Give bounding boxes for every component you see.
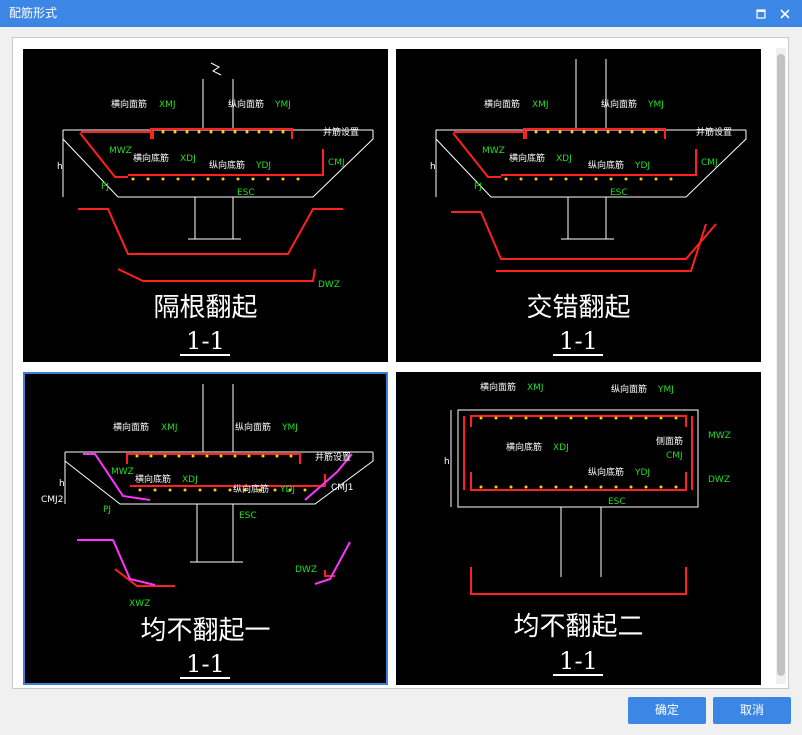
label-ydj: YDJ	[255, 161, 271, 171]
label-cmj: CMJ	[701, 158, 718, 168]
option-panel-2[interactable]: 横向面筋 XMJ 纵向面筋 YMJ 横向底筋 XDJ 纵向底筋 YDJ 并筋设置…	[396, 49, 761, 362]
label-xwz: XWZ	[129, 599, 150, 609]
label-mwz: MWZ	[708, 431, 731, 441]
label-cmj2: CMJ2	[41, 495, 63, 505]
section-underline	[180, 354, 230, 356]
rebar-diagram-2: 横向面筋 XMJ 纵向面筋 YMJ 横向底筋 XDJ 纵向底筋 YDJ 并筋设置…	[430, 59, 747, 272]
label-xmj: XMJ	[159, 100, 176, 110]
label-ymj: YMJ	[657, 385, 674, 395]
label-cmj: CMJ	[328, 158, 345, 168]
label-cmj1: CMJ1	[331, 483, 353, 493]
label-xmj-cn: 横向面筋	[111, 98, 147, 110]
vertical-scrollbar[interactable]	[776, 48, 786, 684]
label-side: 侧面筋	[656, 435, 683, 447]
section-label: 1-1	[559, 327, 598, 355]
label-ymj: YMJ	[274, 100, 291, 110]
label-ymj-cn: 纵向面筋	[611, 383, 647, 395]
label-ydj-cn: 纵向底筋	[233, 483, 269, 495]
label-xdj-cn: 横向底筋	[509, 152, 545, 164]
label-dwz: DWZ	[318, 280, 340, 290]
label-ymj: YMJ	[281, 423, 298, 433]
label-xmj: XMJ	[161, 423, 178, 433]
label-xmj-cn: 横向面筋	[480, 381, 516, 393]
label-xdj: XDJ	[182, 475, 198, 485]
label-xmj-cn: 横向面筋	[484, 98, 520, 110]
panel-title: 均不翻起二	[513, 612, 644, 642]
section-underline	[553, 354, 603, 356]
section-label: 1-1	[559, 647, 598, 675]
label-mwz: MWZ	[109, 146, 132, 156]
maximize-button[interactable]	[752, 5, 769, 22]
label-esc: ESC	[237, 188, 255, 198]
cancel-button[interactable]: 取消	[713, 697, 791, 724]
section-label: 1-1	[186, 327, 225, 355]
label-h: h	[57, 162, 63, 172]
label-cmj: CMJ	[666, 451, 683, 461]
label-esc: ESC	[610, 188, 628, 198]
label-pj: PJ	[103, 505, 111, 515]
ok-button[interactable]: 确定	[628, 697, 706, 724]
label-ydj: YDJ	[634, 161, 650, 171]
label-dwz: DWZ	[708, 475, 730, 485]
rebar-diagram-1: 横向面筋 XMJ 纵向面筋 YMJ 横向底筋 XDJ 纵向底筋 YDJ 并筋设置…	[57, 62, 374, 290]
label-ymj-cn: 纵向面筋	[228, 98, 264, 110]
label-side: 并筋设置	[323, 126, 359, 138]
close-button[interactable]	[776, 5, 793, 22]
label-ydj-cn: 纵向底筋	[209, 159, 245, 171]
label-ymj-cn: 纵向面筋	[601, 98, 637, 110]
label-xdj-cn: 横向底筋	[133, 152, 169, 164]
label-xdj: XDJ	[553, 443, 569, 453]
maximize-icon	[755, 8, 766, 19]
close-icon	[779, 8, 790, 19]
label-xdj-cn: 横向底筋	[506, 441, 542, 453]
option-panel-4[interactable]: 横向面筋 XMJ 纵向面筋 YMJ 横向底筋 XDJ 纵向底筋 YDJ 侧面筋 …	[396, 372, 761, 685]
section-underline	[553, 674, 603, 676]
title-bar: 配筋形式	[0, 0, 802, 27]
label-xmj: XMJ	[532, 100, 549, 110]
label-mwz: MWZ	[482, 146, 505, 156]
label-ymj: YMJ	[647, 100, 664, 110]
label-ymj-cn: 纵向面筋	[235, 421, 271, 433]
option-panel-3[interactable]: 横向面筋 XMJ 纵向面筋 YMJ 横向底筋 XDJ 纵向底筋 YDJ 并筋设置…	[23, 372, 388, 685]
label-mwz: MWZ	[111, 467, 134, 477]
label-h: h	[444, 457, 450, 467]
label-side: 并筋设置	[315, 451, 351, 463]
panel-title: 均不翻起一	[140, 616, 271, 646]
rebar-diagram-3: 横向面筋 XMJ 纵向面筋 YMJ 横向底筋 XDJ 纵向底筋 YDJ 并筋设置…	[41, 384, 374, 609]
label-ydj-cn: 纵向底筋	[588, 466, 624, 478]
label-ydj-cn: 纵向底筋	[588, 159, 624, 171]
label-ydj: YDJ	[634, 468, 650, 478]
panel-title: 隔根翻起	[153, 293, 258, 323]
section-label: 1-1	[186, 650, 225, 678]
label-esc: ESC	[608, 497, 626, 507]
label-ydj: YDJ	[279, 485, 295, 495]
label-xmj: XMJ	[527, 383, 544, 393]
label-dwz: DWZ	[295, 565, 317, 575]
label-h: h	[59, 479, 65, 489]
window-title: 配筋形式	[9, 6, 58, 20]
rebar-diagram-4: 横向面筋 XMJ 纵向面筋 YMJ 横向底筋 XDJ 纵向底筋 YDJ 侧面筋 …	[444, 381, 731, 595]
label-xdj: XDJ	[180, 154, 196, 164]
label-xdj-cn: 横向底筋	[135, 473, 171, 485]
label-h: h	[430, 162, 436, 172]
label-pj: PJ	[101, 182, 109, 192]
label-side: 并筋设置	[696, 126, 732, 138]
label-esc: ESC	[239, 511, 257, 521]
label-pj: PJ	[474, 182, 482, 192]
label-xmj-cn: 横向面筋	[113, 421, 149, 433]
label-xdj: XDJ	[556, 154, 572, 164]
panel-title: 交错翻起	[526, 293, 631, 323]
scroll-thumb[interactable]	[777, 54, 785, 676]
section-underline	[180, 677, 230, 679]
option-panel-1[interactable]: 横向面筋 XMJ 纵向面筋 YMJ 横向底筋 XDJ 纵向底筋 YDJ 并筋设置…	[23, 49, 388, 362]
